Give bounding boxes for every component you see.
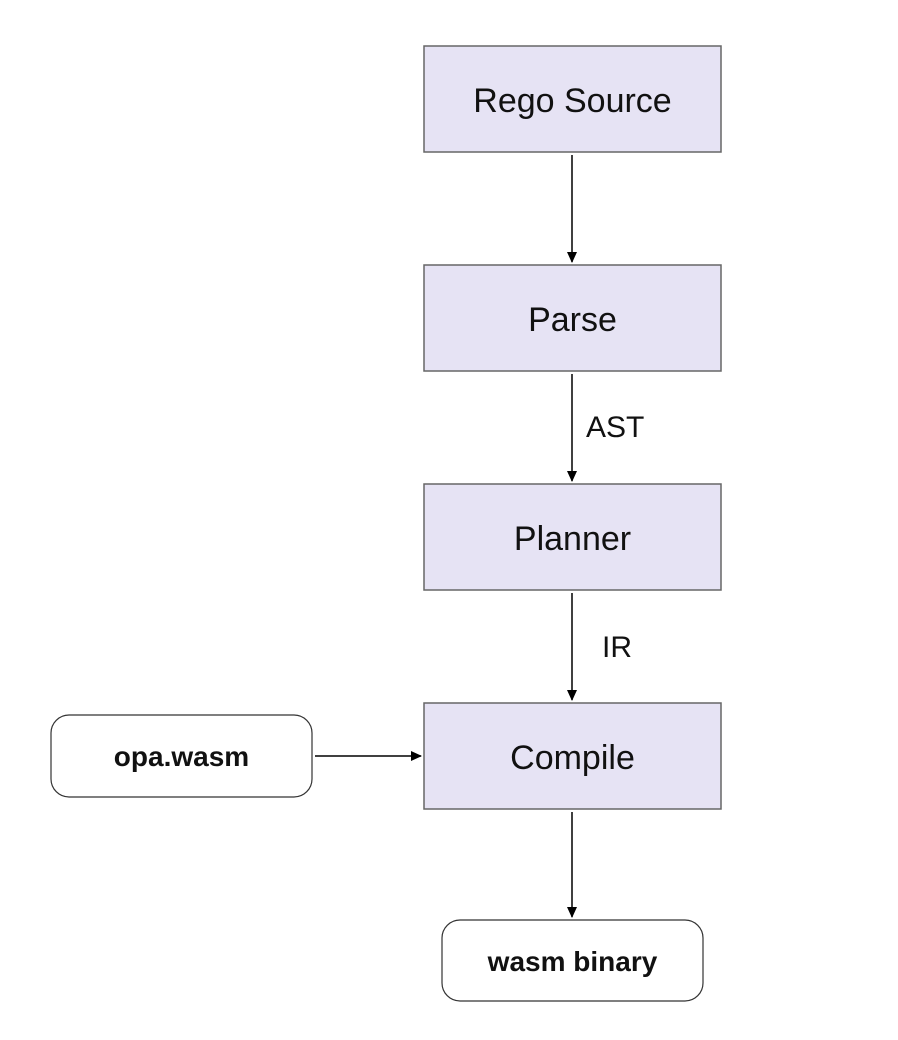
node-compile: Compile [423, 702, 722, 810]
node-wasm-binary: wasm binary [441, 919, 704, 1002]
edge-label-ast: AST [586, 411, 644, 444]
node-parse-label: Parse [528, 301, 617, 339]
node-opa-wasm: opa.wasm [50, 714, 313, 798]
node-planner-label: Planner [514, 520, 631, 558]
node-opa-wasm-label: opa.wasm [114, 741, 249, 772]
node-rego-source-label: Rego Source [473, 82, 671, 120]
node-rego-source: Rego Source [423, 45, 722, 153]
node-wasm-binary-label: wasm binary [487, 946, 658, 977]
node-planner: Planner [423, 483, 722, 591]
node-parse: Parse [423, 264, 722, 372]
edge-label-ir: IR [602, 631, 632, 664]
node-compile-label: Compile [510, 739, 635, 777]
